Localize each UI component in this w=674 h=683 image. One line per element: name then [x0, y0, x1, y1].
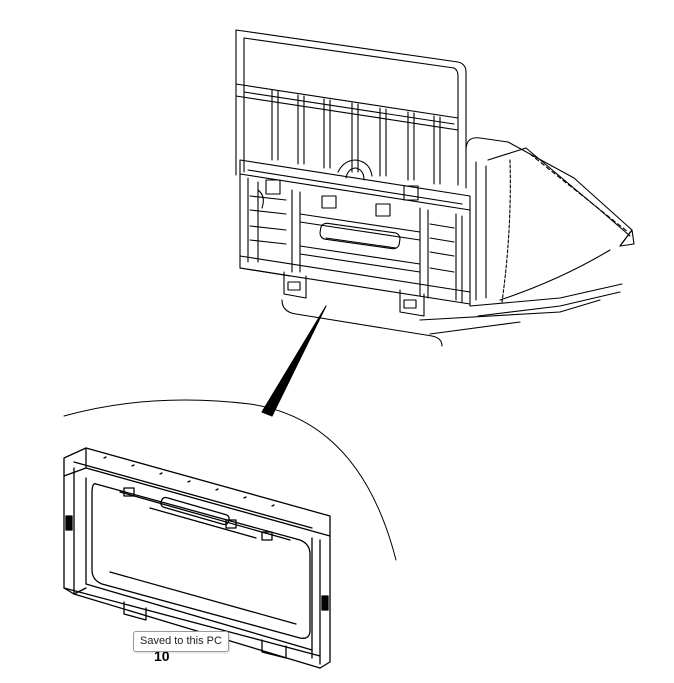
forklift-attachment-drawing [235, 29, 635, 347]
leader-line [261, 305, 327, 417]
saved-tooltip: Saved to this PC [133, 631, 229, 652]
frame-detail-drawing [63, 447, 331, 669]
page-number: 10 [154, 648, 170, 664]
detail-circle-arc [63, 399, 397, 561]
